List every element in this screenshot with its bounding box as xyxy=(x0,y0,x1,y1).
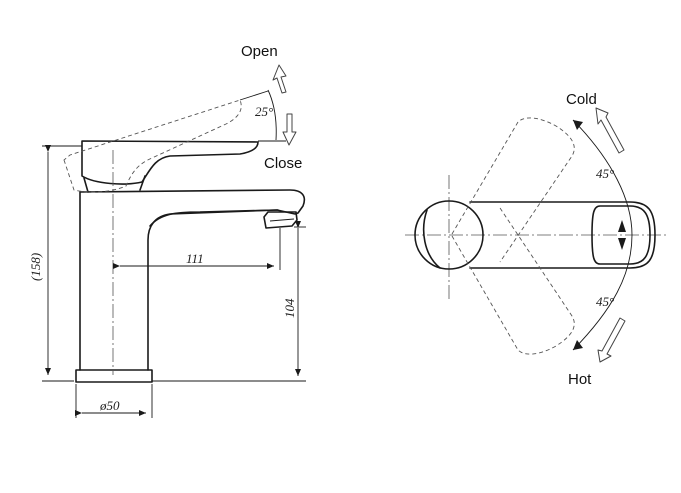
close-label: Close xyxy=(264,155,302,172)
top-view: 45° 45° Cold Hot xyxy=(405,91,668,388)
body-circle xyxy=(414,200,484,270)
aerator xyxy=(263,211,298,229)
dim-base-diameter: ø50 xyxy=(99,398,120,413)
cold-angle-label: 45° xyxy=(596,166,614,181)
dim-spout-height: 104 xyxy=(282,298,297,318)
lever-closed xyxy=(81,140,259,185)
open-arrow-icon xyxy=(272,64,287,94)
lever-top-cold-ghost xyxy=(451,117,575,263)
hot-arrow-icon xyxy=(597,317,626,363)
dim-spout-reach: 111 xyxy=(186,251,204,266)
lever-top-solid xyxy=(469,201,656,269)
lever-angle-label: 25° xyxy=(255,104,273,119)
faucet-body-outline xyxy=(79,189,306,371)
side-view: 25° Open Close (158) 111 104 ø50 xyxy=(28,43,306,418)
hot-label: Hot xyxy=(568,371,592,388)
cold-arrow-icon xyxy=(595,107,625,154)
lever-open-ghost xyxy=(63,99,242,193)
open-label: Open xyxy=(241,43,278,60)
dim-total-height: (158) xyxy=(28,253,43,281)
lever-top-hot-ghost xyxy=(451,207,575,355)
hot-angle-label: 45° xyxy=(596,294,614,309)
faucet-base xyxy=(75,369,153,383)
spout-underside xyxy=(149,209,279,227)
cold-label: Cold xyxy=(566,91,597,108)
close-arrow-icon xyxy=(282,113,297,146)
